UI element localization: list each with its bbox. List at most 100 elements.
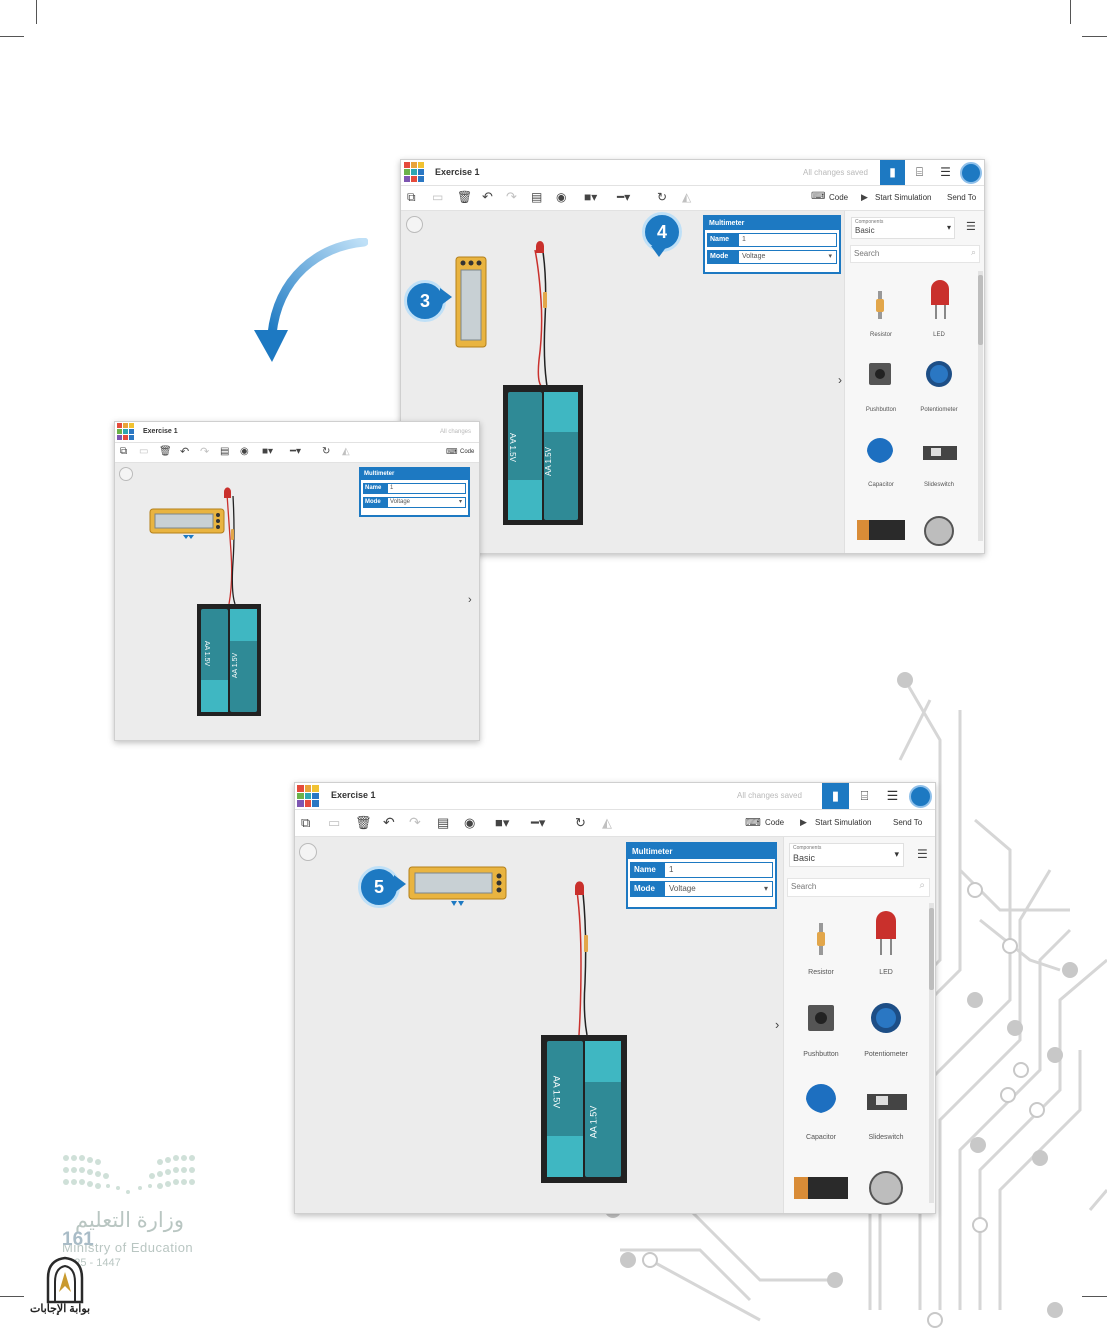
circuit-view-button[interactable]: ▮ xyxy=(880,160,905,185)
wire-type-icon[interactable]: ━▾ xyxy=(617,190,631,204)
color-picker-icon[interactable]: ■▾ xyxy=(262,446,274,457)
component-list-button[interactable]: ☰ xyxy=(886,788,899,803)
wire-type-icon[interactable]: ━▾ xyxy=(531,815,546,830)
send-to-button[interactable]: Send To xyxy=(893,818,923,827)
circuit-decoration xyxy=(600,672,1107,1328)
delete-icon[interactable]: 🗑 xyxy=(159,446,172,457)
redo-icon[interactable]: ↷ xyxy=(409,814,421,830)
paste-icon[interactable]: ▭ xyxy=(139,446,149,457)
schematic-view-button[interactable]: ⌸ xyxy=(915,165,924,179)
motor-icon xyxy=(924,516,954,546)
components-caption: Components xyxy=(855,219,884,225)
circuit-view-button[interactable]: ▮ xyxy=(822,783,849,809)
code-button[interactable]: Code xyxy=(460,449,475,455)
battery-label: AA 1.5V xyxy=(507,433,517,462)
undo-icon[interactable]: ↶ xyxy=(482,189,493,204)
search-placeholder: Search xyxy=(791,882,817,891)
mode-select[interactable]: Voltage ▾ xyxy=(738,250,837,264)
delete-icon[interactable]: 🗑 xyxy=(355,815,372,830)
code-icon[interactable]: ⌨ xyxy=(745,817,761,829)
notes-icon[interactable]: ▤ xyxy=(220,446,230,457)
search-input[interactable]: Search ⌕ xyxy=(850,245,980,263)
component-label: Potentiometer xyxy=(920,407,958,413)
rotate-icon[interactable]: ↻ xyxy=(322,446,331,457)
fit-view-button[interactable] xyxy=(119,467,133,481)
resistor-icon xyxy=(231,529,234,540)
paste-icon[interactable]: ▭ xyxy=(432,190,444,204)
scrollbar[interactable] xyxy=(929,903,934,1203)
component-label: Pushbutton xyxy=(803,1051,839,1058)
flip-icon[interactable]: ◭ xyxy=(342,446,350,457)
expand-panel-chevron-icon[interactable]: › xyxy=(468,594,472,606)
delete-icon[interactable]: 🗑 xyxy=(457,190,473,204)
color-picker-icon[interactable]: ■▾ xyxy=(495,815,510,830)
code-button[interactable]: Code xyxy=(829,193,849,202)
mode-value: Voltage xyxy=(669,884,696,893)
send-to-button[interactable]: Send To xyxy=(947,193,977,202)
led-icon xyxy=(575,881,584,895)
redo-icon[interactable]: ↷ xyxy=(200,446,210,458)
fit-view-button[interactable] xyxy=(299,843,317,861)
view-icon[interactable]: ◉ xyxy=(464,815,476,830)
circuit-canvas xyxy=(149,487,261,716)
fit-view-button[interactable] xyxy=(406,216,423,233)
name-field[interactable]: 1 xyxy=(387,483,466,494)
wire-type-icon[interactable]: ━▾ xyxy=(290,446,302,457)
name-field[interactable]: 1 xyxy=(664,862,773,878)
collapse-panel-chevron-icon[interactable]: › xyxy=(775,1017,780,1032)
color-picker-icon[interactable]: ■▾ xyxy=(584,190,598,204)
code-button[interactable]: Code xyxy=(765,818,785,827)
copy-icon[interactable]: ⧉ xyxy=(120,446,128,457)
chevron-down-icon: ▾ xyxy=(828,253,832,260)
components-dropdown[interactable]: Components Basic ▾ xyxy=(789,843,904,867)
name-label: Name xyxy=(363,483,387,494)
component-icons xyxy=(857,280,957,546)
flip-icon[interactable]: ◭ xyxy=(682,190,692,204)
notes-icon[interactable]: ▤ xyxy=(531,190,543,204)
mode-value: Voltage xyxy=(742,253,766,260)
undo-icon[interactable]: ↶ xyxy=(180,446,190,458)
mode-select[interactable]: Voltage▾ xyxy=(664,881,773,897)
mode-select[interactable]: Voltage▾ xyxy=(387,497,466,508)
name-field[interactable]: 1 xyxy=(738,233,837,247)
view-icon[interactable]: ◉ xyxy=(556,190,567,204)
paste-icon[interactable]: ▭ xyxy=(328,815,341,830)
led-icon xyxy=(931,280,949,305)
copy-icon[interactable]: ⧉ xyxy=(301,815,311,830)
search-input[interactable]: Search ⌕ xyxy=(787,878,930,897)
play-icon[interactable]: ▶ xyxy=(861,192,868,202)
user-avatar[interactable] xyxy=(960,162,982,184)
start-simulation-button[interactable]: Start Simulation xyxy=(815,818,872,827)
play-icon[interactable]: ▶ xyxy=(800,817,807,827)
flip-icon[interactable]: ◭ xyxy=(602,815,612,830)
resistor-body xyxy=(817,932,825,946)
component-list-button[interactable]: ☰ xyxy=(940,165,951,179)
crop-mark xyxy=(1082,36,1107,37)
tinkercad-logo xyxy=(297,785,319,807)
start-simulation-button[interactable]: Start Simulation xyxy=(875,193,932,202)
scrollbar-thumb[interactable] xyxy=(978,275,983,345)
ministry-name-arabic: وزارة التعليم xyxy=(74,1209,185,1232)
schematic-view-button[interactable]: ⌸ xyxy=(860,788,869,803)
scrollbar-thumb[interactable] xyxy=(929,908,934,990)
page-title: Exercise 1 xyxy=(435,167,480,177)
list-view-icon[interactable]: ☰ xyxy=(917,847,928,861)
view-icon[interactable]: ◉ xyxy=(240,446,249,457)
component-label: Resistor xyxy=(808,969,834,976)
notes-icon[interactable]: ▤ xyxy=(437,815,450,830)
rotate-icon[interactable]: ↻ xyxy=(657,190,668,204)
redo-icon[interactable]: ↷ xyxy=(506,189,517,204)
user-avatar[interactable] xyxy=(909,785,932,808)
collapse-panel-chevron-icon[interactable]: › xyxy=(838,373,842,387)
component-label: LED xyxy=(933,332,945,338)
components-dropdown[interactable]: Components Basic ▾ xyxy=(851,217,955,239)
list-view-icon[interactable]: ☰ xyxy=(966,221,976,233)
capacitor-icon xyxy=(867,438,893,463)
code-icon[interactable]: ⌨ xyxy=(446,447,458,456)
undo-icon[interactable]: ↶ xyxy=(383,814,395,830)
rotate-icon[interactable]: ↻ xyxy=(575,815,586,830)
components-panel: Components Basic ▾ ☰ Search ⌕ Resistor L… xyxy=(783,837,935,1213)
scrollbar[interactable] xyxy=(978,271,983,541)
copy-icon[interactable]: ⧉ xyxy=(407,190,416,204)
code-icon[interactable]: ⌨ xyxy=(811,191,826,202)
